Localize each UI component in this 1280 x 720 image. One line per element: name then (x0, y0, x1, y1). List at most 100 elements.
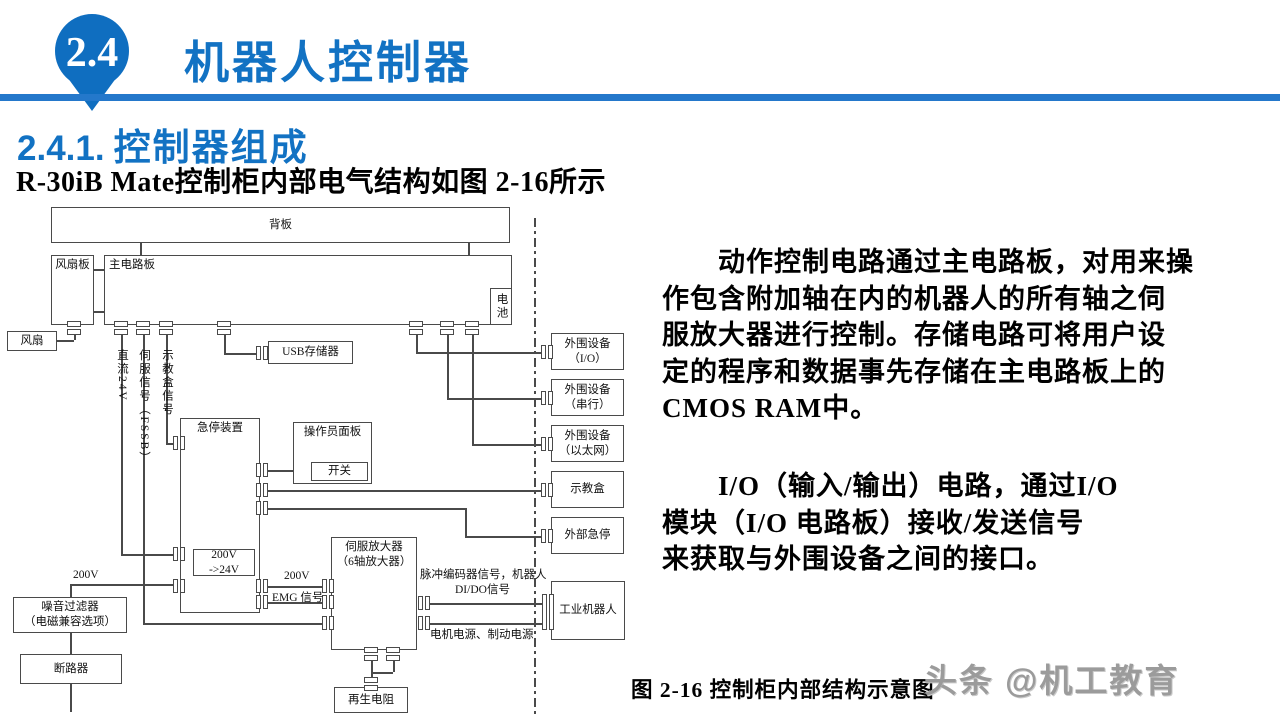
diagram-label: EMG 信号 (272, 592, 324, 604)
connector (329, 579, 334, 593)
connector (263, 463, 268, 477)
box-label: 噪音过滤器 (41, 601, 99, 614)
connector (425, 616, 430, 630)
connector (465, 329, 479, 335)
wire-segment (70, 584, 72, 597)
connector (263, 501, 268, 515)
connector (256, 579, 261, 593)
main-board-box: 主电路板 (104, 255, 512, 325)
connector (159, 329, 173, 335)
wire-segment (143, 623, 322, 625)
box-label: （串行） (564, 398, 611, 411)
connector (440, 321, 454, 327)
connector (114, 321, 128, 327)
connector (263, 595, 268, 609)
box-label: 背板 (269, 218, 292, 231)
box-label: （I/O） (568, 352, 607, 365)
fan-box: 风扇 (7, 331, 57, 351)
diagram-label: 直流24V (116, 349, 128, 402)
wire-segment (371, 672, 393, 674)
connector (548, 529, 553, 543)
box-label: 电池 (495, 293, 508, 320)
paragraph-line: 动作控制电路通过主电路板，对用来操 (662, 247, 1194, 277)
wire-segment (268, 602, 322, 604)
connector (217, 329, 231, 335)
wire-segment (121, 335, 123, 554)
box-label: 开关 (328, 465, 351, 478)
paragraph-line: 模块（I/O 电路板）接收/发送信号 (662, 507, 1085, 538)
switch-box: 开关 (311, 462, 368, 481)
page-title: 机器人控制器 (184, 37, 473, 88)
diagram-label: 200V (284, 570, 310, 582)
box-label: （电磁兼容选项） (24, 616, 116, 628)
connector (440, 329, 454, 335)
paragraph-line: 作包含附加轴在内的机器人的所有轴之伺 (662, 283, 1166, 314)
wire-segment (166, 443, 173, 445)
connector (322, 595, 327, 609)
box-label: 主电路板 (109, 259, 155, 271)
connector (364, 655, 378, 661)
watermark: 头条 @机工教育 (924, 662, 1180, 699)
wire-segment (70, 684, 72, 712)
connector (418, 616, 423, 630)
regen-resistor-box: 再生电阻 (334, 687, 408, 713)
connector (548, 437, 553, 451)
backplane-box: 背板 (51, 207, 510, 243)
connector (256, 595, 261, 609)
section-pin: 2.4 (55, 14, 129, 111)
connector (409, 329, 423, 335)
connector (548, 345, 553, 359)
connector (541, 345, 546, 359)
wire-segment (70, 633, 72, 654)
wire-segment (268, 470, 311, 472)
paragraph-line: I/O（输入/输出）电路，通过I/O (662, 471, 1119, 501)
connector (256, 346, 261, 360)
connector (541, 483, 546, 497)
wire-segment (94, 311, 104, 313)
connector (67, 329, 81, 335)
wire-segment (70, 584, 173, 586)
diagram-label: 电机电源、制动电源 (430, 629, 534, 641)
periph-serial-box: 外围设备（串行） (551, 379, 624, 416)
connector (541, 529, 546, 543)
connector (541, 437, 546, 451)
connector (542, 594, 547, 630)
connector (541, 391, 546, 405)
wire-segment (268, 586, 322, 588)
connector (549, 594, 554, 630)
connector (386, 647, 400, 653)
connector (256, 463, 261, 477)
wire-segment (416, 352, 541, 354)
usb-storage-box: USB存储器 (268, 341, 353, 364)
connector (548, 391, 553, 405)
paragraph-line: 定的程序和数据事先存储在主电路板上的 (662, 356, 1166, 387)
box-label: USB存储器 (282, 346, 339, 359)
box-label: 急停装置 (197, 422, 243, 434)
header-divider (0, 94, 1280, 101)
box-label: 断路器 (53, 662, 89, 675)
cabinet-boundary-line (534, 218, 536, 718)
connector (322, 616, 327, 630)
wire-segment (430, 623, 542, 625)
wire-segment (447, 335, 449, 398)
connector (329, 616, 334, 630)
wire-segment (94, 269, 104, 271)
box-label: 示教盒 (570, 483, 605, 496)
body-paragraph-1: 动作控制电路通过主电路板，对用来操作包含附加轴在内的机器人的所有轴之伺服放大器进… (662, 244, 1194, 427)
battery-box: 电池 (490, 288, 512, 325)
box-label: 外围设备 (564, 337, 611, 350)
connector (364, 647, 378, 653)
connector (136, 329, 150, 335)
estop-unit-box: 急停装置 (180, 418, 260, 613)
connector (364, 685, 378, 691)
box-label: 伺服放大器 (345, 541, 403, 553)
wire-segment (74, 335, 76, 340)
wire-segment (224, 335, 226, 353)
box-label: 再生电阻 (348, 693, 394, 706)
wire-segment (224, 353, 256, 355)
servo-amp-box: 伺服放大器（6轴放大器） (331, 537, 417, 650)
connector (425, 596, 430, 610)
